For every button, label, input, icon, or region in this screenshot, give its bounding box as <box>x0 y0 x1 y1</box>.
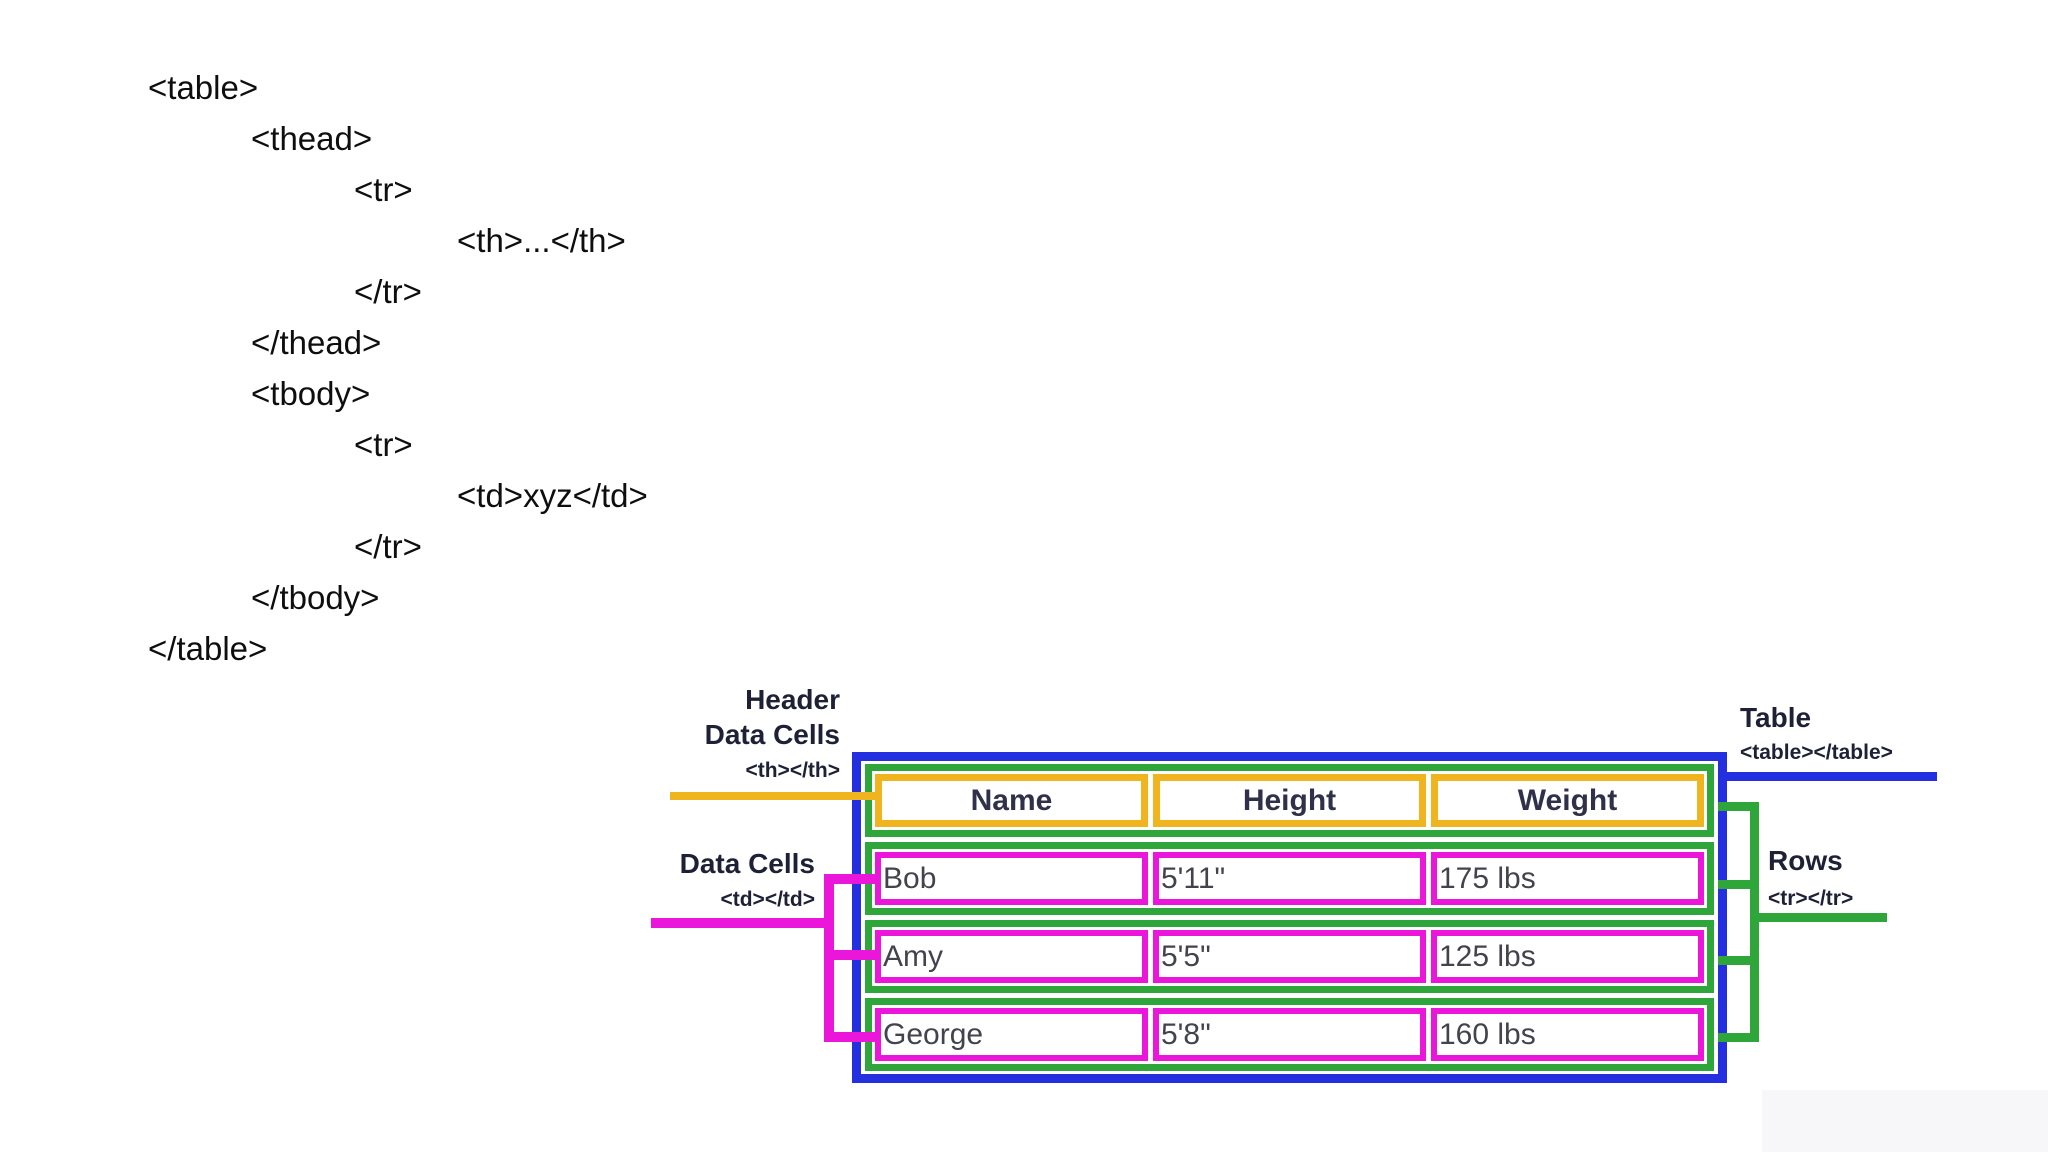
code-line: <tbody> <box>251 375 371 412</box>
code-line: <thead> <box>251 120 373 157</box>
data-cells-bracket-stub <box>824 874 878 884</box>
data-cell: Amy <box>875 930 1148 983</box>
header-cells-label-line2: Data Cells <box>704 719 840 750</box>
rows-bracket-stub <box>1718 802 1759 811</box>
data-cells-label-title: Data Cells <box>679 848 815 879</box>
table-row: George 5'8" 160 lbs <box>865 998 1714 1071</box>
code-line: </table> <box>148 630 268 667</box>
data-cell: 125 lbs <box>1431 930 1704 983</box>
data-cells-connector-line <box>651 918 832 928</box>
rows-label-title: Rows <box>1768 845 1843 876</box>
code-line: </tr> <box>354 528 422 565</box>
header-cell-height: Height <box>1153 774 1426 827</box>
code-line: <tr> <box>354 426 413 463</box>
code-line: <td>xyz</td> <box>457 477 648 514</box>
header-cells-connector-line <box>670 792 875 800</box>
code-line: <table> <box>148 69 259 106</box>
rows-tag: <tr></tr> <box>1768 887 1854 910</box>
rows-bracket-stub <box>1718 880 1759 889</box>
data-cell: Bob <box>875 852 1148 905</box>
rows-label: Rows <tr></tr> <box>1768 843 1853 912</box>
corner-overlay <box>1762 1090 2048 1152</box>
header-cell-weight: Weight <box>1431 774 1704 827</box>
data-cells-bracket-stub <box>824 1032 878 1042</box>
html-code-block: <table> <thead> <tr> <th>...</th> </tr> … <box>148 62 648 674</box>
data-cell: George <box>875 1008 1148 1061</box>
data-cell: 5'5" <box>1153 930 1426 983</box>
data-cell: 160 lbs <box>1431 1008 1704 1061</box>
code-line: </thead> <box>251 324 382 361</box>
table-row: Amy 5'5" 125 lbs <box>865 920 1714 993</box>
data-cells-bracket-stub <box>824 950 878 960</box>
table-label: Table <table></table> <box>1740 700 1893 766</box>
rows-bracket-vertical <box>1750 802 1759 1042</box>
table-connector-line <box>1718 772 1937 781</box>
code-line: <th>...</th> <box>457 222 626 259</box>
code-line: </tr> <box>354 273 422 310</box>
header-row: Name Height Weight <box>865 764 1714 837</box>
header-cells-label: Header Data Cells <th></th> <box>540 682 840 784</box>
data-cell: 5'8" <box>1153 1008 1426 1061</box>
table-tag: <table></table> <box>1740 741 1893 764</box>
table-row: Bob 5'11" 175 lbs <box>865 842 1714 915</box>
header-cells-tag: <th></th> <box>745 759 840 782</box>
code-line: <tr> <box>354 171 413 208</box>
table-label-title: Table <box>1740 702 1812 733</box>
data-cells-tag: <td></td> <box>720 888 815 911</box>
data-cell: 5'11" <box>1153 852 1426 905</box>
code-line: </tbody> <box>251 579 380 616</box>
data-cells-label: Data Cells <td></td> <box>540 846 815 913</box>
rows-bracket-stub <box>1718 956 1759 965</box>
header-cells-label-line1: Header <box>745 684 840 715</box>
rows-connector-line <box>1755 913 1887 922</box>
data-cell: 175 lbs <box>1431 852 1704 905</box>
demo-table: Name Height Weight Bob 5'11" 175 lbs Amy… <box>852 752 1727 1083</box>
header-cell-name: Name <box>875 774 1148 827</box>
rows-bracket-stub <box>1718 1033 1759 1042</box>
